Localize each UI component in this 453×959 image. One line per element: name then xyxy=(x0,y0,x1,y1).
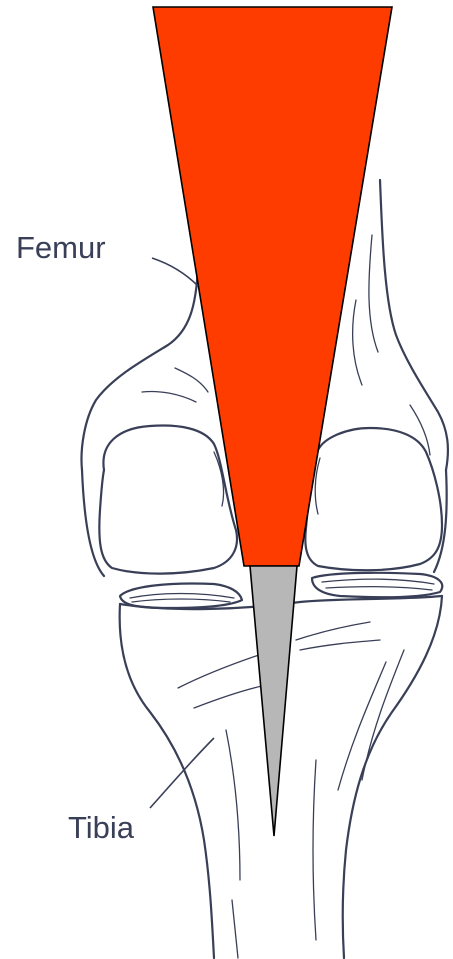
femur-label-group: Femur xyxy=(16,230,198,286)
femur-leader-line xyxy=(152,258,198,286)
tibia-markings xyxy=(178,654,262,688)
tibia-leader-line xyxy=(150,738,214,808)
tibia-label: Tibia xyxy=(68,810,135,845)
femur-shaft-hatching xyxy=(369,235,378,352)
femur-label: Femur xyxy=(16,230,106,265)
tibia-right-outline xyxy=(343,596,442,958)
tibia-left-outline xyxy=(120,604,214,958)
femur-shaft-right-outline xyxy=(380,180,448,470)
femur-shaft-left-outline xyxy=(82,268,198,470)
red-wedge-marker xyxy=(153,7,392,566)
lateral-meniscus xyxy=(312,573,442,597)
grey-wedge-tip xyxy=(250,566,297,836)
femur-medial-condyle xyxy=(99,426,237,574)
femur-lateral-condyle xyxy=(305,428,442,570)
